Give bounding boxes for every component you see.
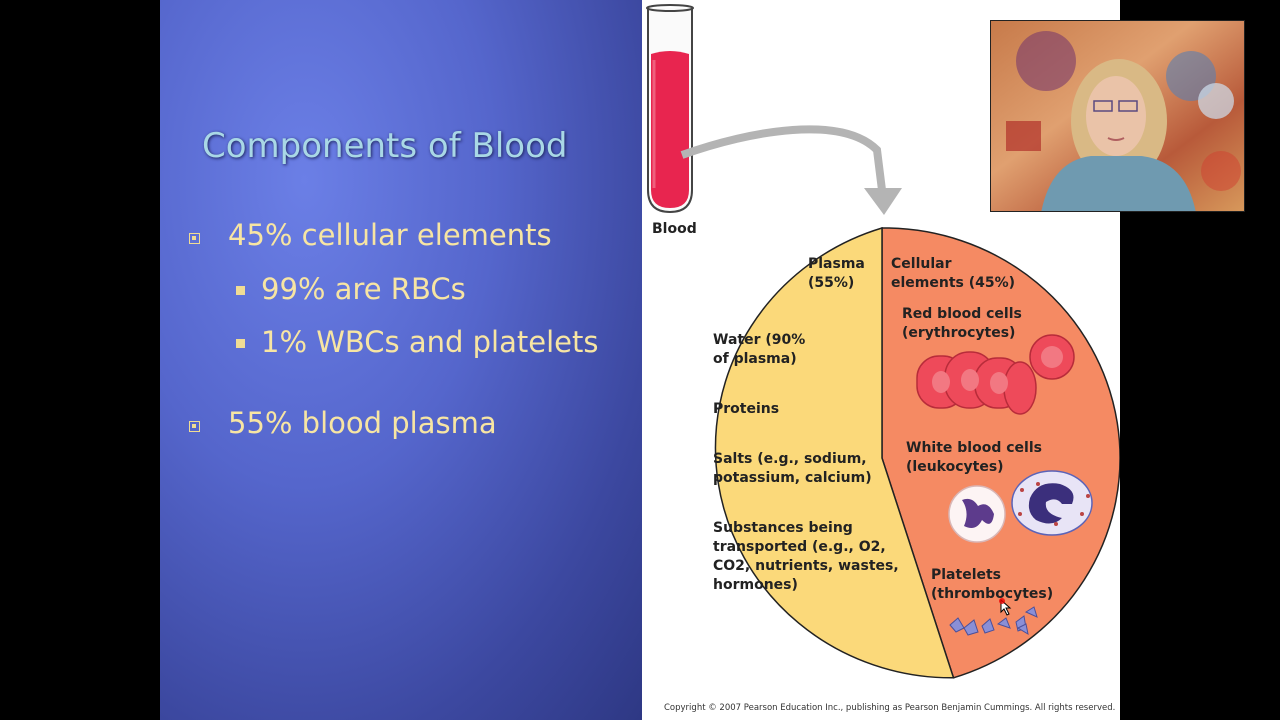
slide: Components of Blood 45% cellular element… — [160, 0, 1120, 720]
plasma-item-substances-4: hormones) — [713, 577, 798, 593]
rbc-sublabel: (erythrocytes) — [902, 325, 1016, 341]
bullet-marker-icon — [189, 233, 200, 244]
blood-diagram-graphic — [646, 4, 1120, 679]
tube-label: Blood — [652, 221, 697, 237]
plasma-item-proteins: Proteins — [713, 401, 780, 417]
red-blood-cells-icon — [916, 334, 1075, 415]
plasma-item-water-sub: of plasma) — [713, 351, 797, 367]
plasma-item-substances-2: transported (e.g., O2, — [713, 539, 886, 555]
plasma-slice — [714, 226, 955, 679]
arrow-icon — [680, 125, 902, 215]
plasma-title: Plasma — [808, 256, 865, 272]
sub-bullet-item: 1% WBCs and platelets — [261, 325, 599, 359]
sub-bullet-marker-icon — [236, 339, 245, 348]
wbc-sublabel: (leukocytes) — [906, 459, 1004, 475]
copyright-notice: Copyright © 2007 Pearson Education Inc.,… — [664, 703, 1116, 713]
cellular-title: Cellular — [891, 256, 952, 272]
plasma-item-salts: Salts (e.g., sodium, — [713, 451, 867, 467]
presenter-video-frame — [991, 21, 1244, 211]
rbc-label: Red blood cells — [902, 306, 1022, 322]
plasma-item-salts-sub: potassium, calcium) — [713, 470, 872, 486]
wbc-label: White blood cells — [906, 440, 1042, 456]
plasma-item-substances-3: CO2, nutrients, wastes, — [713, 558, 899, 574]
bullet-item: 55% blood plasma — [228, 406, 497, 440]
test-tube-icon — [646, 4, 694, 214]
white-blood-cells-icon — [948, 470, 1093, 543]
plasma-item-substances: Substances being — [713, 520, 853, 536]
plasma-item-water: Water (90% — [713, 332, 806, 348]
slide-title: Components of Blood — [202, 126, 568, 166]
cellular-percent: elements (45%) — [891, 275, 1016, 291]
plasma-percent: (55%) — [808, 275, 855, 291]
slide-text-panel: Components of Blood 45% cellular element… — [160, 0, 642, 720]
bullet-marker-icon — [189, 421, 200, 432]
platelet-label: Platelets — [931, 567, 1002, 583]
platelet-sublabel: (thrombocytes) — [931, 586, 1054, 602]
sub-bullet-item: 99% are RBCs — [261, 272, 466, 306]
presenter-webcam-video — [990, 20, 1245, 212]
mouse-cursor-icon — [999, 598, 1012, 616]
bullet-item: 45% cellular elements — [228, 218, 552, 252]
sub-bullet-marker-icon — [236, 286, 245, 295]
platelets-icon — [949, 606, 1038, 636]
